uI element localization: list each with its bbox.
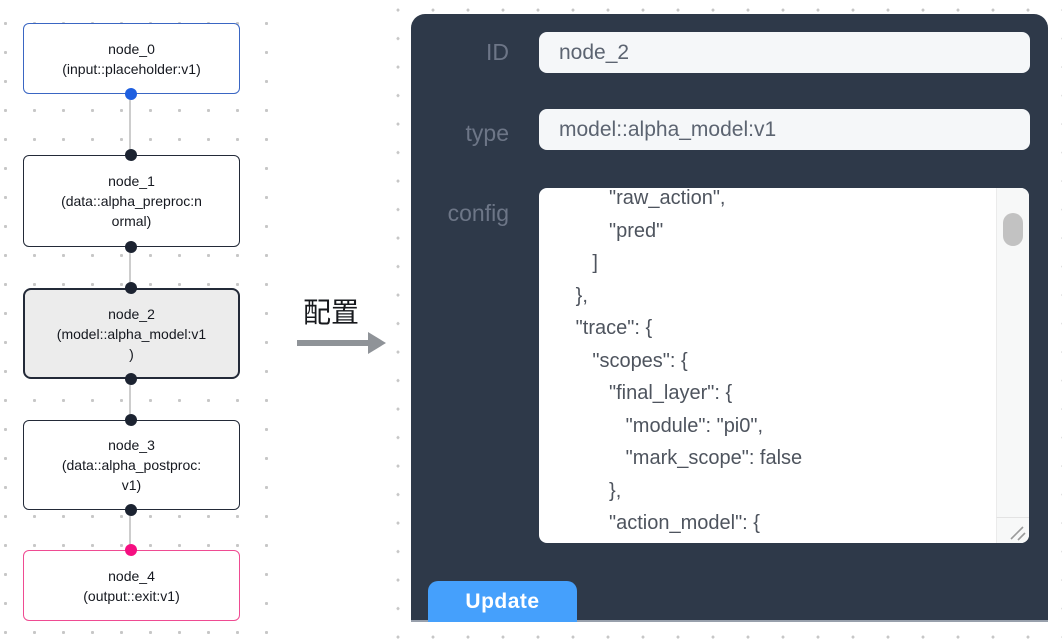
node-subtitle: v1) [121, 477, 142, 493]
type-label: type [465, 120, 509, 146]
node-title: node_0 [108, 40, 155, 57]
flow-node-node_0[interactable]: node_0 (input::placeholder:v1) [23, 23, 240, 94]
type-input[interactable]: model::alpha_model:v1 [539, 109, 1030, 150]
id-label: ID [486, 39, 509, 65]
node-subtitle: ) [129, 345, 134, 362]
type-input-value: model::alpha_model:v1 [559, 117, 777, 141]
id-input-value: node_2 [559, 40, 630, 64]
update-button-label: Update [465, 589, 540, 613]
update-button[interactable]: Update [428, 581, 577, 622]
textarea-resize-handle-icon[interactable] [996, 517, 1029, 543]
node-subtitle: (data::alpha_preproc:n [61, 193, 202, 209]
node-subtitle: (output::exit:v1) [83, 587, 180, 604]
node-title: node_3 [108, 437, 155, 453]
config-label: config [447, 200, 509, 226]
scrollbar-thumb[interactable] [1003, 213, 1023, 246]
node-subtitle: (input::placeholder:v1) [62, 60, 201, 77]
connection-handle[interactable] [125, 149, 137, 161]
node-title: node_4 [108, 567, 155, 584]
connection-handle[interactable] [125, 241, 137, 253]
arrow-right-icon [297, 332, 386, 354]
connection-handle[interactable] [125, 373, 137, 385]
scrollbar-track[interactable] [996, 188, 1029, 517]
node-subtitle: ormal) [111, 213, 152, 229]
flow-node-node_4[interactable]: node_4 (output::exit:v1) [23, 550, 240, 621]
id-input[interactable]: node_2 [539, 32, 1030, 73]
node-title: node_2 [108, 305, 155, 322]
node-subtitle: (data::alpha_postproc: [61, 457, 202, 473]
connection-handle[interactable] [125, 88, 137, 100]
config-json-text: "raw_action", "pred" ] }, "trace": { "sc… [575, 188, 803, 534]
annotation-label: 配置 [302, 297, 359, 328]
connection-handle[interactable] [125, 282, 137, 294]
node-title: node_1 [108, 173, 155, 189]
connection-handle[interactable] [125, 414, 137, 426]
edge-line [129, 94, 131, 155]
config-textarea[interactable]: "raw_action", "pred" ] }, "trace": { "sc… [539, 188, 1029, 543]
flow-node-node_2-selected[interactable]: node_2 (model::alpha_model:v1 ) [23, 288, 240, 379]
node-subtitle: (model::alpha_model:v1 [56, 325, 207, 342]
config-panel: ID node_2 type model::alpha_model:v1 con… [411, 14, 1048, 622]
flow-node-node_3[interactable]: node_3 (data::alpha_postproc: v1) [23, 420, 240, 510]
flow-node-node_1[interactable]: node_1 (data::alpha_preproc:n ormal) [23, 155, 240, 247]
connection-handle[interactable] [125, 544, 137, 556]
connection-handle[interactable] [125, 504, 137, 516]
